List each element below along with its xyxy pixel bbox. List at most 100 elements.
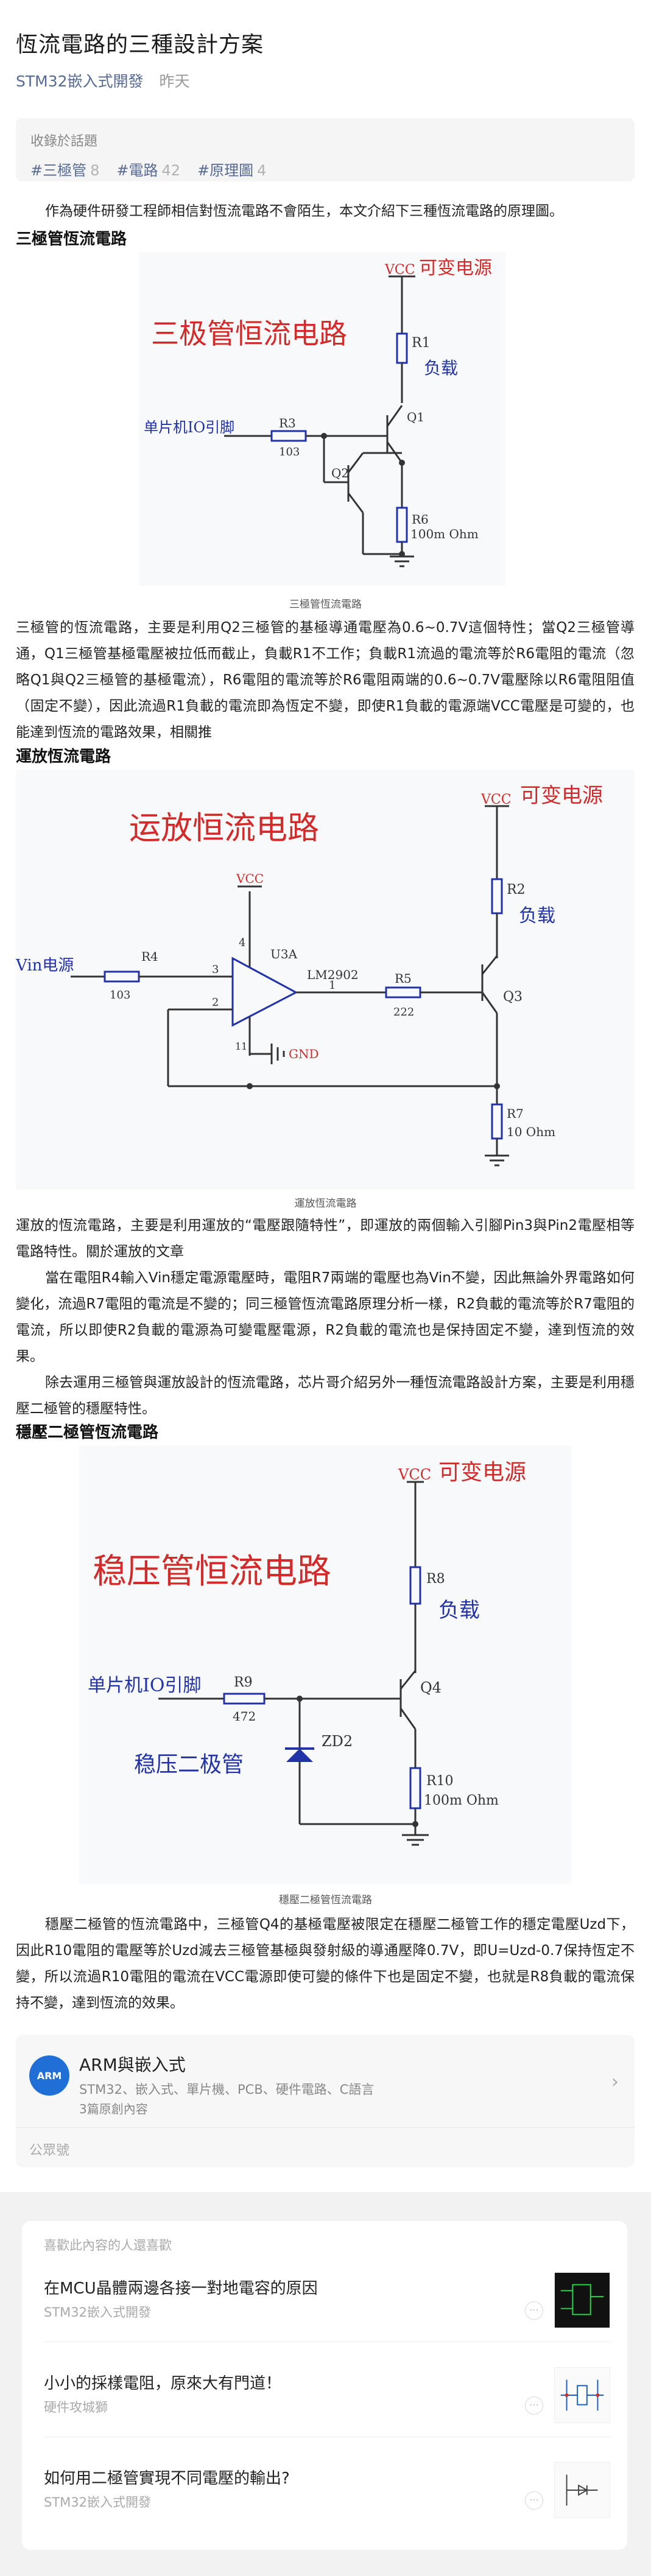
figure-caption-opamp: 運放恆流電路 xyxy=(294,1198,357,1210)
collection-label: 收錄於話題 xyxy=(30,134,98,149)
zener-circuit-figure: 稳压管恒流电路 VCC 可变电源 R8 负载 单片机IO引脚 R9 472 Q4… xyxy=(79,1445,571,1884)
recommend-card: 喜歡此內容的人還喜歡 在MCU晶體兩邊各接一對地電容的原因 STM32嵌入式開發… xyxy=(22,2221,627,2550)
r4-value: 103 xyxy=(110,989,130,1002)
q2-label: Q2 xyxy=(331,466,349,480)
body-transistor: 三極管的恆流電路，主要是利用Q2三極管的基極導通電壓為0.6~0.7V這個特性；… xyxy=(16,620,635,740)
supply-label: 可变电源 xyxy=(419,258,492,279)
recommend-item[interactable]: 如何用二極管實現不同電壓的輸出? STM32嵌入式開發 ⋯ xyxy=(44,2454,610,2539)
pin1-label: 1 xyxy=(329,979,336,992)
recommend-source: 硬件攻城獅 xyxy=(44,2400,108,2415)
more-options-icon[interactable]: ⋯ xyxy=(525,2491,543,2510)
r10-label: R10 xyxy=(426,1774,454,1789)
figure-caption-zener: 穩壓二極管恆流電路 xyxy=(279,1894,372,1906)
figure-title: 稳压管恒流电路 xyxy=(93,1552,331,1592)
body-opamp-1: 運放的恆流電路，主要是利用運放的“電壓跟隨特性”，即運放的兩個輸入引腳Pin3與… xyxy=(16,1218,635,1260)
recommend-title: 在MCU晶體兩邊各接一對地電容的原因 xyxy=(44,2279,318,2298)
r2-label: R2 xyxy=(507,882,526,897)
supply-label: 可变电源 xyxy=(520,784,603,808)
account-description: STM32、嵌入式、單片機、PCB、硬件電路、C語言 xyxy=(79,2082,375,2097)
recommend-source: STM32嵌入式開發 xyxy=(44,2305,151,2320)
zener-circuit-diagram: 稳压管恒流电路 VCC 可变电源 R8 负载 单片机IO引脚 R9 472 Q4… xyxy=(88,1460,526,1846)
q4-label: Q4 xyxy=(420,1679,442,1696)
figure-title: 三极管恒流电路 xyxy=(151,317,347,350)
body-zener: 穩壓二極管的恆流電路中，三極管Q4的基極電壓被限定在穩壓二極管工作的穩定電壓Uz… xyxy=(16,1917,635,2011)
r8-label: R8 xyxy=(426,1571,445,1587)
publish-time: 昨天 xyxy=(159,72,190,90)
r6-value: 100m Ohm xyxy=(410,527,479,541)
transistor-circuit-diagram: VCC 可变电源 三极管恒流电路 R1 负载 Q1 Q2 R3 103 R6 1… xyxy=(144,258,492,567)
load-label: 负载 xyxy=(438,1598,480,1623)
official-account-card: ARM ARM與嵌入式 STM32、嵌入式、單片機、PCB、硬件電路、C語言 3… xyxy=(16,2035,635,2167)
section-heading-zener: 穩壓二極管恆流電路 xyxy=(16,1423,159,1442)
r6-label: R6 xyxy=(412,512,429,527)
gnd-label: GND xyxy=(289,1047,319,1061)
article-title: 恆流電路的三種設計方案 xyxy=(16,32,264,57)
vin-label: Vin电源 xyxy=(16,956,74,975)
recommend-thumbnail xyxy=(554,2367,610,2423)
r4-label: R4 xyxy=(141,949,158,964)
intro-paragraph: 作為硬件研發工程師相信對恆流電路不會陌生，本文介紹下三種恆流電路的原理圖。 xyxy=(45,203,563,219)
recommend-heading: 喜歡此內容的人還喜歡 xyxy=(44,2238,172,2253)
account-profile-link[interactable]: ARM ARM與嵌入式 STM32、嵌入式、單片機、PCB、硬件電路、C語言 3… xyxy=(16,2035,635,2126)
r5-label: R5 xyxy=(395,971,412,986)
r9-label: R9 xyxy=(234,1675,253,1690)
vcc-label: VCC xyxy=(398,1466,431,1483)
r9-value: 472 xyxy=(233,1709,256,1724)
r5-value: 222 xyxy=(393,1006,414,1019)
recommend-item[interactable]: 小小的採樣電阻，原來大有門道！ 硬件攻城獅 ⋯ xyxy=(44,2359,610,2444)
vcc-opamp-label: VCC xyxy=(236,871,264,886)
account-original-count: 3篇原創內容 xyxy=(79,2102,148,2116)
lm2902-label: LM2902 xyxy=(307,967,359,982)
chevron-right-icon: › xyxy=(611,2071,619,2093)
account-name: ARM與嵌入式 xyxy=(79,2055,186,2075)
zener-label: 稳压二极管 xyxy=(134,1752,244,1777)
section-heading-transistor: 三極管恆流電路 xyxy=(16,230,127,248)
u3a-label: U3A xyxy=(270,947,298,961)
q3-label: Q3 xyxy=(503,989,523,1005)
more-options-icon[interactable]: ⋯ xyxy=(525,2301,543,2320)
load-label: 负载 xyxy=(519,905,555,927)
account-type-label: 公眾號 xyxy=(29,2143,70,2158)
r10-value: 100m Ohm xyxy=(424,1793,499,1808)
r7-value: 10 Ohm xyxy=(507,1125,555,1139)
figure-caption-transistor: 三極管恆流電路 xyxy=(289,598,362,611)
recommend-source: STM32嵌入式開發 xyxy=(44,2495,151,2510)
recommend-thumbnail xyxy=(554,2462,610,2518)
section-heading-opamp: 運放恆流電路 xyxy=(16,748,111,766)
transistor-circuit-figure: VCC 可变电源 三极管恒流电路 R1 负载 Q1 Q2 R3 103 R6 1… xyxy=(139,252,505,586)
load-label: 负载 xyxy=(424,358,458,378)
r7-label: R7 xyxy=(507,1106,524,1121)
vcc-label: VCC xyxy=(384,262,415,278)
divider xyxy=(16,2127,635,2128)
q1-label: Q1 xyxy=(407,410,424,424)
recommend-item[interactable]: 在MCU晶體兩邊各接一對地電容的原因 STM32嵌入式開發 ⋯ xyxy=(44,2264,610,2349)
input-pin-label: 单片机IO引脚 xyxy=(88,1675,201,1696)
opamp-circuit-figure: 运放恒流电路 VCC 可变电源 R2 负载 VCC 4 U3A LM2902 V… xyxy=(16,770,635,1190)
account-avatar: ARM xyxy=(29,2055,69,2096)
pin11-label: 11 xyxy=(235,1041,247,1052)
r3-label: R3 xyxy=(279,416,296,430)
zd2-label: ZD2 xyxy=(322,1733,353,1750)
pin3-label: 3 xyxy=(212,963,219,976)
recommend-title: 小小的採樣電阻，原來大有門道！ xyxy=(44,2374,282,2393)
pin2-label: 2 xyxy=(212,996,219,1009)
more-options-icon[interactable]: ⋯ xyxy=(525,2396,543,2415)
pin4-label: 4 xyxy=(239,936,245,949)
recommend-thumbnail xyxy=(554,2272,610,2328)
supply-label: 可变电源 xyxy=(438,1460,526,1485)
body-opamp-2: 當在電阻R4輸入Vin穩定電源電壓時，電阻R7兩端的電壓也為Vin不變，因此無論… xyxy=(16,1270,635,1364)
vcc-top-label: VCC xyxy=(480,792,512,807)
author-link[interactable]: STM32嵌入式開發 xyxy=(16,72,144,90)
r3-value: 103 xyxy=(279,446,300,458)
r1-label: R1 xyxy=(412,335,431,351)
article-meta: STM32嵌入式開發 昨天 xyxy=(16,69,190,91)
body-opamp-3: 除去運用三極管與運放設計的恆流電路，芯片哥介紹另外一種恆流電路設計方案，主要是利… xyxy=(16,1375,635,1417)
input-pin-label: 单片机IO引脚 xyxy=(144,419,234,436)
opamp-circuit-diagram: 运放恒流电路 VCC 可变电源 R2 负载 VCC 4 U3A LM2902 V… xyxy=(16,784,603,1167)
